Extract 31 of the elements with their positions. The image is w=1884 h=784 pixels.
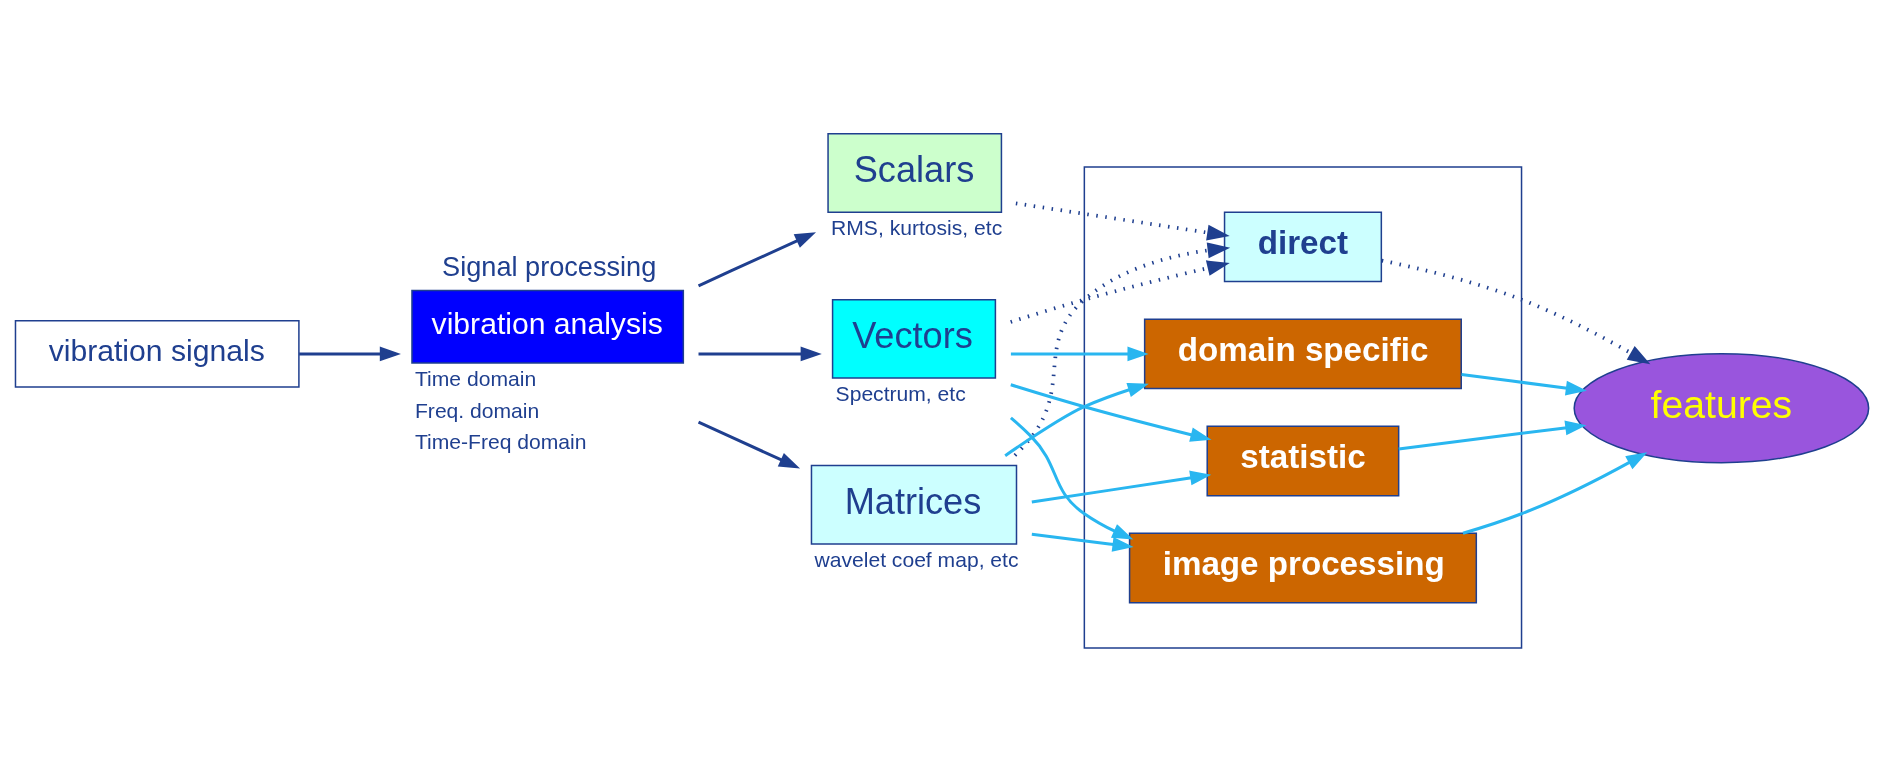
arrow — [1031, 470, 1212, 504]
node-box: statistic — [1206, 425, 1400, 497]
arrow — [697, 420, 801, 469]
arrow — [1462, 452, 1648, 535]
cluster — [1083, 166, 1523, 649]
arrow — [1381, 258, 1651, 365]
node-label: Freq. domain — [414, 398, 540, 422]
node-label: Spectrum, etc — [835, 381, 966, 405]
arrow — [1010, 346, 1149, 362]
node-label: wavelet coef map, etc — [814, 547, 1019, 571]
arrow — [1010, 383, 1212, 442]
node-label: RMS, kurtosis, etc — [831, 216, 1003, 240]
arrow — [698, 346, 822, 362]
arrow — [299, 346, 401, 362]
node-label: Signal processing — [442, 251, 657, 283]
arrow — [1015, 201, 1230, 241]
node-box: image processing — [1128, 532, 1478, 604]
node-ellipse: features — [1573, 353, 1870, 464]
arrow — [1004, 382, 1149, 457]
arrow — [1398, 420, 1587, 451]
node-label: Time-Freq domain — [414, 430, 587, 454]
arrow — [1031, 532, 1134, 552]
arrow — [1009, 416, 1134, 540]
node-box: domain specific — [1143, 318, 1462, 390]
node-box: vibration signals — [14, 320, 300, 388]
node-box: direct — [1223, 211, 1383, 283]
arrow — [1010, 260, 1230, 324]
node-label: Time domain — [414, 366, 537, 390]
arrow — [1013, 242, 1231, 457]
arrow — [1461, 372, 1587, 396]
arrow — [697, 232, 817, 288]
